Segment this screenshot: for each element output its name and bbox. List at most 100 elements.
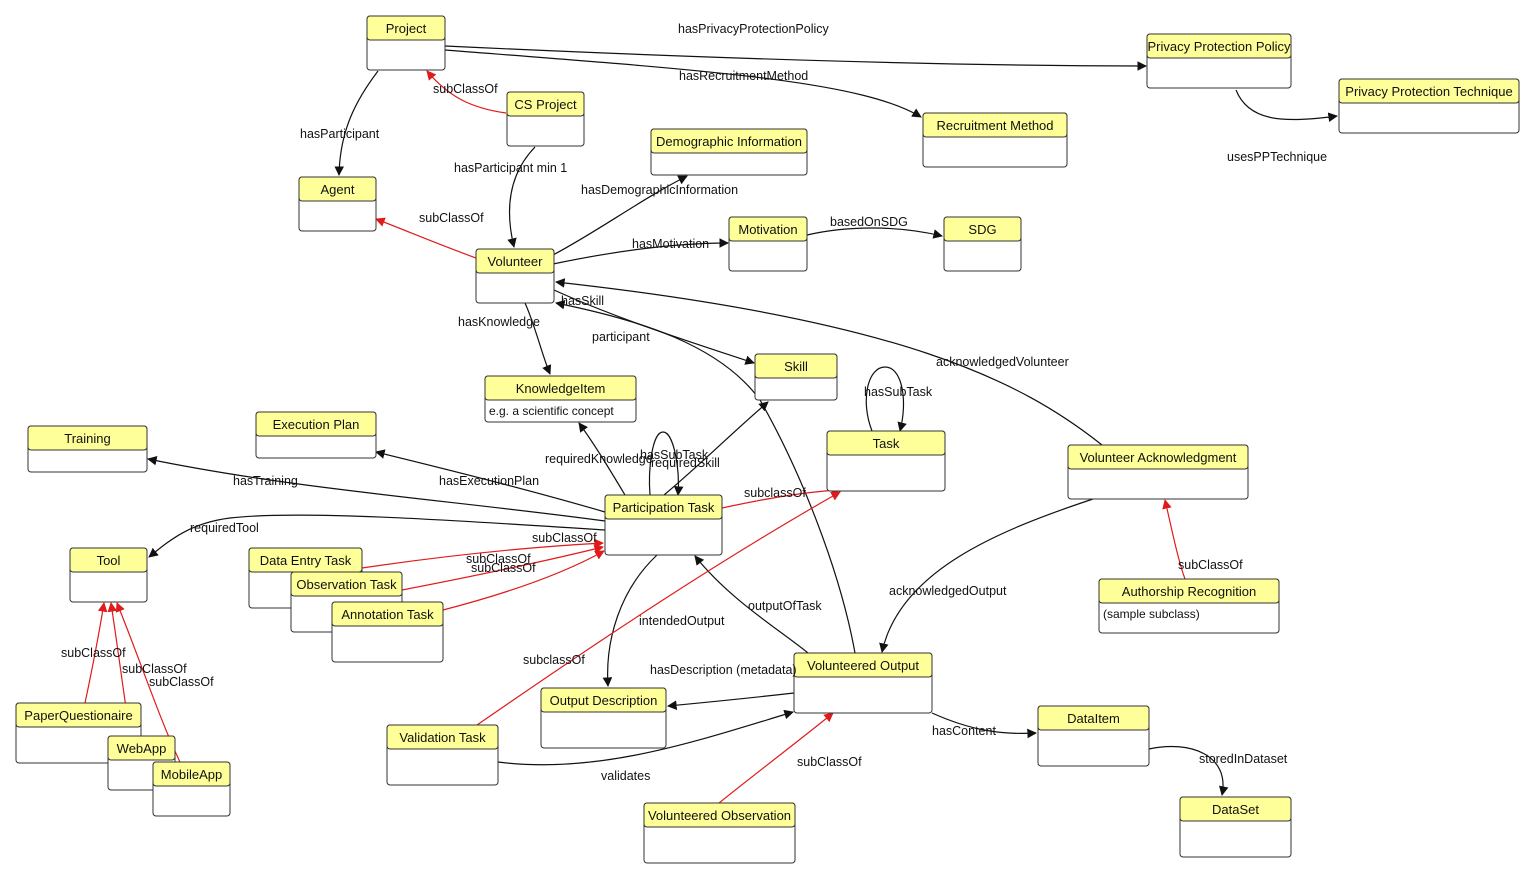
class-header bbox=[604, 494, 723, 520]
class-node-authorship-recognition[interactable]: Authorship Recognition (sample subclass) bbox=[1098, 578, 1280, 634]
class-node-project[interactable]: Project bbox=[366, 15, 446, 71]
class-header bbox=[1067, 444, 1249, 470]
class-node-annotation-task[interactable]: Annotation Task bbox=[331, 601, 444, 663]
class-node-data-set[interactable]: DataSet bbox=[1179, 796, 1292, 858]
class-node-mobile-app[interactable]: MobileApp bbox=[152, 761, 231, 817]
class-header bbox=[1146, 33, 1292, 59]
property-edge-ack-output[interactable] bbox=[879, 498, 1094, 653]
class-node-web-app[interactable]: WebApp bbox=[107, 735, 176, 791]
class-node-privacy-policy[interactable]: Privacy Protection Policy bbox=[1146, 33, 1292, 89]
property-edge-req-skill[interactable] bbox=[663, 401, 769, 496]
subclass-edge-val-sub-task[interactable] bbox=[476, 491, 841, 726]
class-node-participation-task[interactable]: Participation Task bbox=[604, 494, 723, 556]
property-edge-has-motivation[interactable] bbox=[552, 238, 729, 265]
class-header bbox=[754, 353, 838, 379]
class-node-sdg[interactable]: SDG bbox=[943, 216, 1022, 272]
class-node-output-description[interactable]: Output Description bbox=[540, 687, 667, 749]
edge-label: hasRecruitmentMethod bbox=[679, 69, 808, 83]
class-note: (sample subclass) bbox=[1103, 607, 1200, 621]
class-node-demographic-info[interactable]: Demographic Information bbox=[650, 128, 808, 176]
property-edge-task-subtask[interactable] bbox=[865, 366, 907, 432]
subclass-edge-ann-sub-pt[interactable] bbox=[442, 550, 605, 611]
edge-label: subClassOf bbox=[122, 662, 187, 676]
class-node-cs-project[interactable]: CS Project bbox=[506, 91, 585, 147]
class-name: KnowledgeItem bbox=[516, 381, 606, 396]
class-node-execution-plan[interactable]: Execution Plan bbox=[255, 411, 377, 459]
edge-label: subClassOf bbox=[466, 552, 531, 566]
edge-label: validates bbox=[601, 769, 650, 783]
edge-label: hasDemographicInformation bbox=[581, 183, 738, 197]
property-edge-has-recruit[interactable] bbox=[444, 49, 922, 118]
property-edge-pt-subtask[interactable] bbox=[648, 431, 684, 496]
class-node-skill[interactable]: Skill bbox=[754, 353, 838, 401]
property-edge-has-exec[interactable] bbox=[375, 449, 606, 513]
class-name: Tool bbox=[97, 553, 121, 568]
property-edge-stored-in[interactable] bbox=[1148, 745, 1229, 796]
class-header bbox=[386, 724, 499, 750]
edge-label: hasTraining bbox=[233, 474, 298, 488]
edge-label: subClassOf bbox=[61, 646, 126, 660]
class-header bbox=[506, 91, 585, 117]
edge-label: subClassOf bbox=[471, 561, 536, 575]
property-edge-has-knowledge[interactable] bbox=[524, 302, 552, 375]
subclass-edge-de-sub-pt[interactable] bbox=[361, 538, 604, 569]
edge-label: participant bbox=[592, 330, 650, 344]
class-note: e.g. a scientific concept bbox=[489, 404, 614, 418]
property-edge-has-participant[interactable] bbox=[334, 70, 379, 176]
class-node-agent[interactable]: Agent bbox=[298, 176, 377, 232]
class-node-volunteered-output[interactable]: Volunteered Output bbox=[793, 652, 933, 714]
class-node-validation-task[interactable]: Validation Task bbox=[386, 724, 499, 786]
property-edge-has-training[interactable] bbox=[147, 456, 606, 522]
class-node-motivation[interactable]: Motivation bbox=[728, 216, 808, 272]
class-name: Execution Plan bbox=[273, 417, 360, 432]
class-node-volunteer-ack[interactable]: Volunteer Acknowledgment bbox=[1067, 444, 1249, 500]
class-header bbox=[255, 411, 377, 437]
class-node-privacy-technique[interactable]: Privacy Protection Technique bbox=[1338, 78, 1520, 134]
class-node-recruitment-method[interactable]: Recruitment Method bbox=[922, 112, 1068, 168]
property-edge-uses-ppt[interactable] bbox=[1235, 89, 1338, 122]
class-name: Authorship Recognition bbox=[1122, 584, 1256, 599]
class-name: Demographic Information bbox=[656, 134, 802, 149]
property-edge-based-sdg[interactable] bbox=[806, 227, 943, 239]
edge-label: hasParticipant bbox=[300, 127, 380, 141]
class-name: Privacy Protection Policy bbox=[1147, 39, 1291, 54]
property-edge-req-knowledge[interactable] bbox=[578, 422, 626, 496]
subclass-edge-cs-sub-project[interactable] bbox=[426, 70, 507, 114]
property-edge-has-content[interactable] bbox=[931, 712, 1037, 739]
class-header bbox=[331, 601, 444, 627]
property-edge-has-demo[interactable] bbox=[552, 175, 688, 256]
edge-label: requiredSkill bbox=[651, 456, 720, 470]
class-node-task[interactable]: Task bbox=[826, 430, 946, 492]
property-edge-has-description[interactable] bbox=[667, 692, 795, 710]
property-edge-ack-volunteer[interactable] bbox=[555, 278, 1103, 446]
class-node-data-item[interactable]: DataItem bbox=[1037, 705, 1150, 767]
class-node-tool[interactable]: Tool bbox=[69, 547, 148, 603]
subclass-edge-paper-sub-tool[interactable] bbox=[84, 602, 108, 704]
class-name: Motivation bbox=[738, 222, 797, 237]
edge-label: subClassOf bbox=[433, 82, 498, 96]
property-edge-validates[interactable] bbox=[497, 709, 794, 766]
edge-label: subClassOf bbox=[797, 755, 862, 769]
class-node-volunteer[interactable]: Volunteer bbox=[475, 248, 555, 304]
subclass-edge-obs-sub-pt[interactable] bbox=[401, 544, 604, 591]
class-header bbox=[1179, 796, 1292, 822]
edge-label: hasParticipant min 1 bbox=[454, 161, 567, 175]
subclass-edge-vol-sub-agent[interactable] bbox=[375, 217, 477, 259]
property-edge-has-participant-min[interactable] bbox=[507, 146, 536, 248]
subclass-edge-vobs-sub-vo[interactable] bbox=[718, 712, 834, 804]
class-node-knowledge-item[interactable]: KnowledgeItem e.g. a scientific concept bbox=[484, 375, 637, 423]
property-edge-has-privacy[interactable] bbox=[444, 45, 1147, 71]
property-edge-output-of-task[interactable] bbox=[694, 555, 809, 654]
subclass-edge-pt-sub-task[interactable] bbox=[721, 485, 841, 509]
property-edge-req-tool[interactable] bbox=[148, 514, 606, 558]
class-header bbox=[793, 652, 933, 678]
class-node-volunteered-observation[interactable]: Volunteered Observation bbox=[643, 802, 796, 864]
class-header bbox=[943, 216, 1022, 242]
class-name: Skill bbox=[784, 359, 808, 374]
edge-label: requiredTool bbox=[190, 521, 259, 535]
subclass-edge-auth-sub-ack[interactable] bbox=[1162, 499, 1186, 580]
class-name: SDG bbox=[968, 222, 996, 237]
property-edge-intended-output[interactable] bbox=[602, 554, 658, 687]
class-node-training[interactable]: Training bbox=[27, 425, 148, 473]
